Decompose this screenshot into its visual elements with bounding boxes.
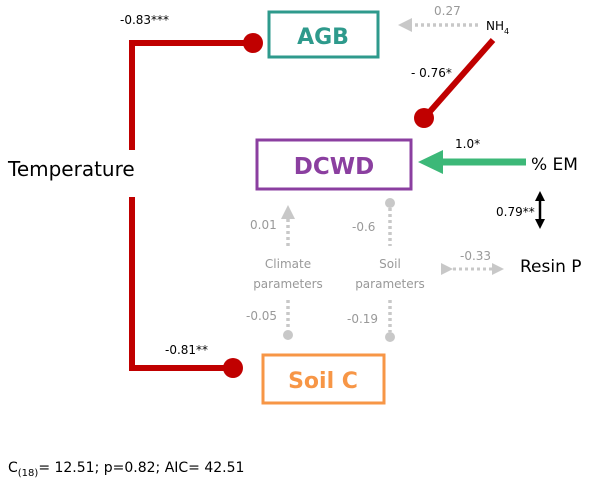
path-temp-agb: [129, 40, 250, 150]
coef-em-resinp: 0.79**: [496, 205, 535, 219]
climate-label-1: Climate: [265, 257, 311, 271]
path-end-dot: [223, 358, 243, 378]
node-soil-c: Soil C: [261, 353, 386, 405]
path-nh4-dcwd: [423, 38, 496, 118]
coef-temp-agb: -0.83***: [120, 13, 169, 27]
coef-soil-soilc: -0.19: [347, 312, 378, 326]
temperature-label: Temperature: [7, 157, 135, 181]
path-temp-soilc: [129, 197, 230, 371]
path-end-dot: [414, 108, 434, 128]
model-fit-stats: C(18)= 12.51; p=0.82; AIC= 42.51: [8, 460, 244, 479]
soil-label-1: Soil: [379, 257, 401, 271]
coef-soil-resinp: -0.33: [460, 249, 491, 263]
nh4-label: NH4: [486, 19, 509, 36]
soil-c-label: Soil C: [288, 369, 358, 394]
agb-label: AGB: [297, 25, 349, 50]
coef-temp-soilc: -0.81**: [165, 343, 208, 357]
soil-label-2: parameters: [355, 277, 425, 291]
node-agb: AGB: [267, 10, 380, 59]
coef-nh4-dcwd: - 0.76*: [411, 66, 452, 80]
climate-label-2: parameters: [253, 277, 323, 291]
path-end-dot: [385, 332, 395, 342]
coef-climate-soilc: -0.05: [246, 309, 277, 323]
path-end-dot: [283, 330, 293, 340]
em-label: % EM: [531, 155, 578, 175]
dcwd-label: DCWD: [294, 154, 374, 180]
node-dcwd: DCWD: [255, 138, 413, 191]
path-end-dot: [243, 33, 263, 53]
arrowhead: [418, 150, 443, 174]
coef-nh4-agb: 0.27: [434, 4, 461, 18]
coef-soil-dcwd: -0.6: [352, 220, 375, 234]
coef-climate-dcwd: 0.01: [250, 218, 277, 232]
path-end-dot: [385, 198, 395, 208]
coef-em-dcwd: 1.0*: [455, 137, 480, 151]
resin-p-label: Resin P: [520, 257, 582, 277]
